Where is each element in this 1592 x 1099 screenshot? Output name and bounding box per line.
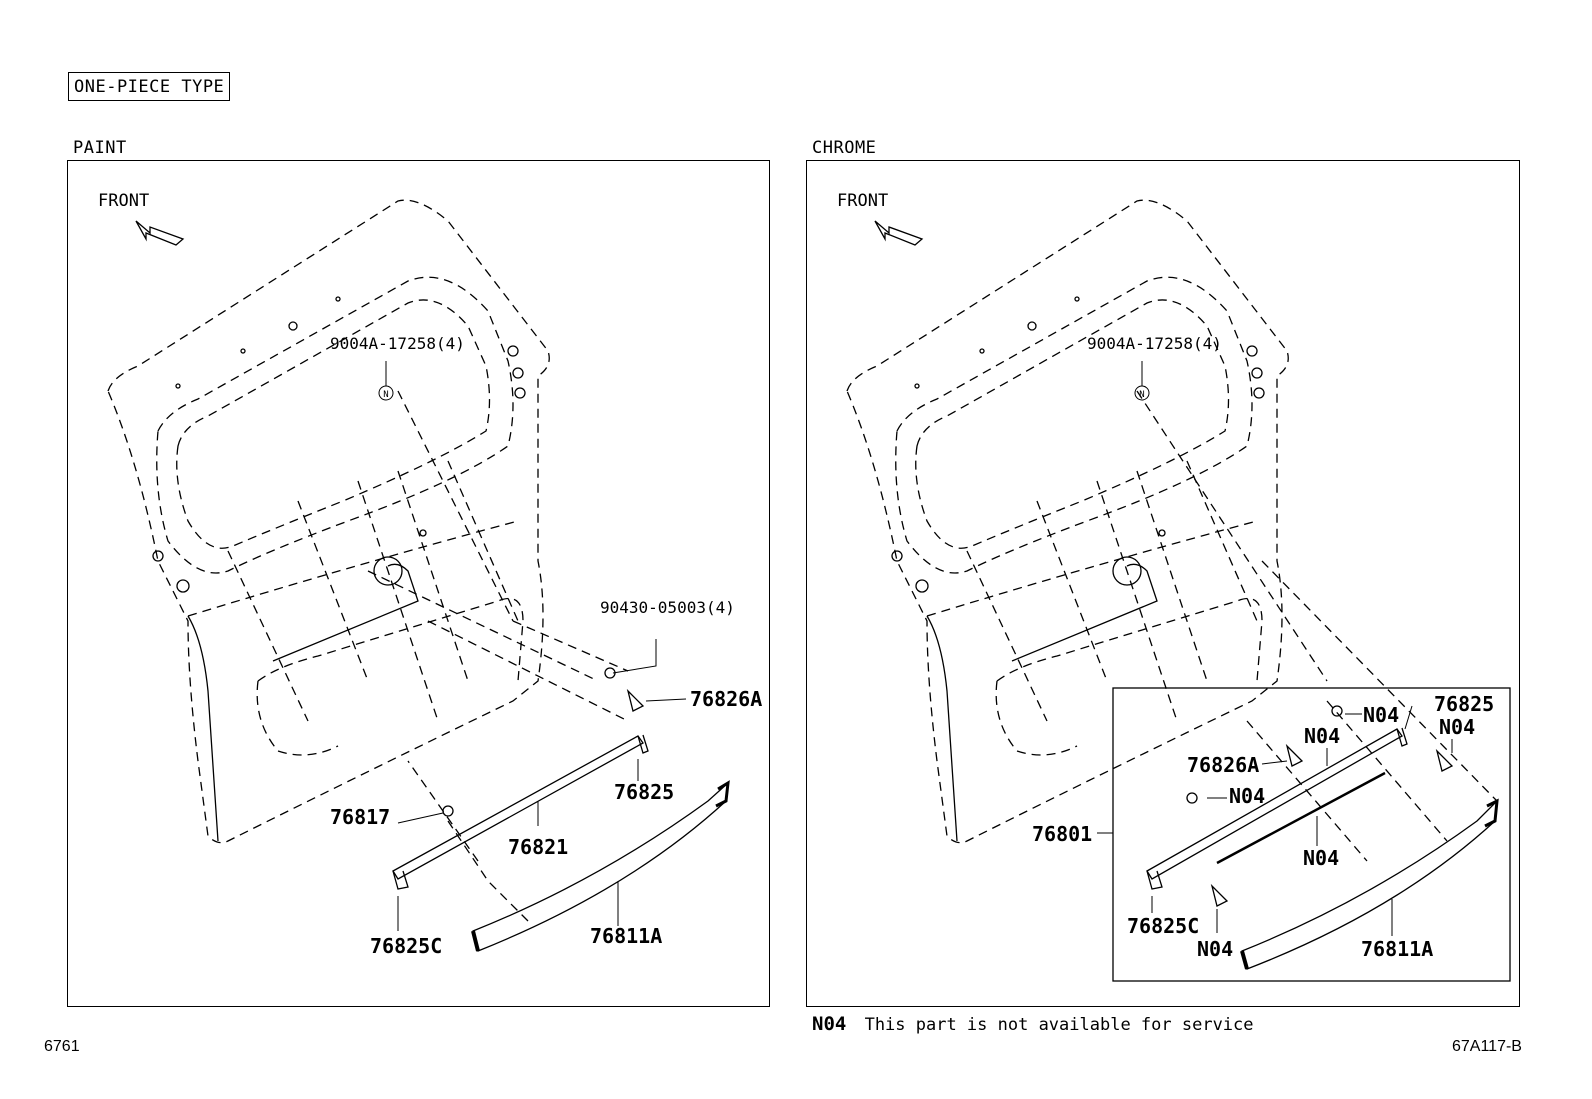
callout-9004a-17258: 9004A-17258(4): [1087, 334, 1222, 353]
garnish-upper-76825: [1146, 728, 1403, 880]
chrome-diagram: N FRONT 9004A-17258(4) 76801 N04 76825 N…: [837, 191, 1511, 982]
window-outline: [895, 276, 1253, 574]
callout-76801: 76801: [1032, 822, 1092, 846]
callout-76821: 76821: [508, 835, 568, 859]
svg-text:N: N: [383, 390, 388, 400]
callout-76825: 76825: [614, 780, 674, 804]
inset-detail-box: [1112, 687, 1511, 982]
callout-n04-b: N04: [1439, 715, 1475, 739]
callout-9004a-17258: 9004A-17258(4): [330, 334, 465, 353]
chrome-diagram-panel: N FRONT 9004A-17258(4) 76801 N04 76825 N…: [806, 160, 1520, 1007]
footnote-text: This part is not available for service: [864, 1015, 1254, 1035]
section-title-chrome: CHROME: [812, 138, 877, 158]
callout-76825c: 76825C: [370, 934, 442, 958]
callout-76817: 76817: [330, 805, 390, 829]
front-arrow: [874, 220, 924, 246]
paint-diagram: N FRONT 9004A-17258(4) 90430-05003(4) 76…: [98, 191, 762, 958]
callout-76811a: 76811A: [590, 924, 662, 948]
footnote: N04 This part is not available for servi…: [812, 1013, 1254, 1035]
svg-text:N: N: [1139, 390, 1144, 400]
callout-n04-f: N04: [1197, 937, 1233, 961]
callout-76825: 76825: [1434, 692, 1494, 716]
callout-90430-05003: 90430-05003(4): [600, 598, 735, 617]
window-outline: [156, 276, 514, 574]
callout-n04-e: N04: [1303, 846, 1339, 870]
callout-76826a: 76826A: [690, 687, 762, 711]
bolt-n-marker: [1134, 385, 1150, 401]
front-label: FRONT: [837, 191, 888, 211]
callout-76811a: 76811A: [1361, 937, 1433, 961]
callout-76826a: 76826A: [1187, 753, 1259, 777]
bolt-n-marker: [378, 385, 394, 401]
callout-n04-a: N04: [1363, 703, 1399, 727]
type-label: ONE-PIECE TYPE: [68, 72, 231, 101]
garnish-upper-76821: [392, 735, 644, 880]
page-number-left: 6761: [44, 1038, 80, 1055]
paint-diagram-panel: N FRONT 9004A-17258(4) 90430-05003(4) 76…: [67, 160, 770, 1007]
back-door-outline: [107, 199, 550, 844]
section-title-paint: PAINT: [73, 138, 127, 158]
callout-76825c: 76825C: [1127, 914, 1199, 938]
back-door-outline: [846, 199, 1289, 844]
front-arrow: [135, 220, 185, 246]
callout-n04-d: N04: [1229, 784, 1265, 808]
footnote-code: N04: [812, 1013, 847, 1035]
callout-n04-c: N04: [1304, 724, 1340, 748]
page-number-right: 67A117-B: [1452, 1038, 1522, 1055]
front-label: FRONT: [98, 191, 149, 211]
